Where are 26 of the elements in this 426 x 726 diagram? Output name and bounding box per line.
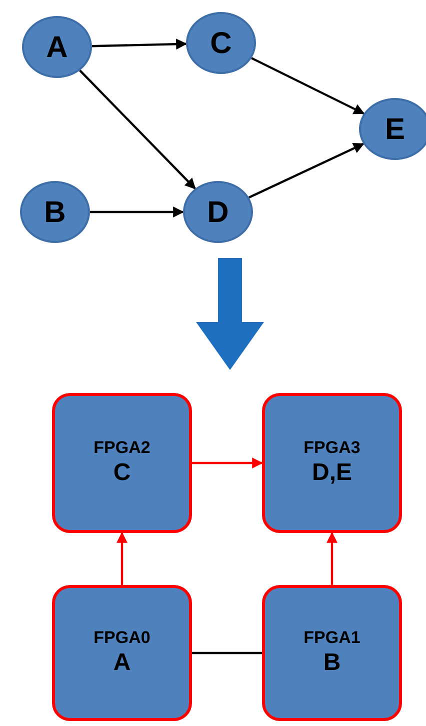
node-label: A (46, 30, 68, 64)
connector-line (192, 652, 262, 654)
task-label: B (323, 650, 341, 677)
task-label: C (113, 460, 131, 487)
node-label: C (210, 26, 232, 60)
board-name: FPGA1 (304, 629, 360, 648)
arrow (192, 458, 264, 468)
arrow (248, 142, 364, 198)
fpga-board (262, 585, 402, 721)
board-name: FPGA3 (304, 439, 360, 458)
board-name: FPGA2 (94, 439, 150, 458)
fpga-board (262, 393, 402, 533)
node-label: E (384, 112, 405, 146)
node-label: B (44, 196, 66, 228)
arrow (79, 70, 196, 190)
task-label: D,E (312, 460, 352, 487)
board-name: FPGA0 (94, 629, 150, 648)
arrow (326, 532, 338, 585)
arrow (92, 38, 188, 50)
task-label: A (113, 650, 131, 677)
arrow (90, 206, 184, 218)
node-label: D (207, 196, 229, 228)
arrow (116, 532, 128, 585)
fpga-board (52, 393, 192, 533)
fpga-board (52, 585, 192, 721)
arrow (251, 57, 365, 115)
